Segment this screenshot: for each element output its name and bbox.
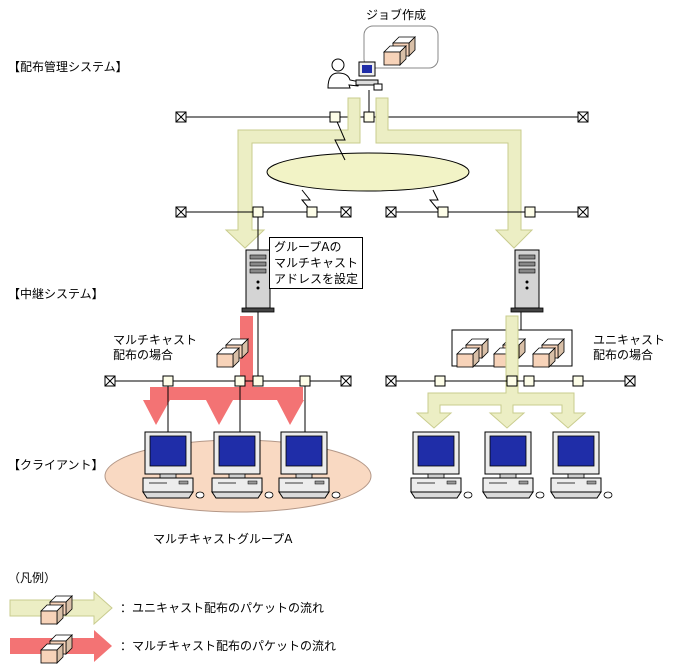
legend-multicast-text: ：マルチキャスト配布のパケットの流れ	[120, 639, 337, 653]
router-node-icon	[572, 375, 584, 387]
terminator-icon	[624, 375, 636, 387]
router-node-icon	[506, 375, 518, 387]
terminator-icon	[104, 375, 116, 387]
legend-title: （凡例）	[8, 571, 57, 585]
client-pc-icon	[550, 431, 613, 499]
terminator-icon	[340, 206, 352, 218]
group-a-address-note: グループAの マルチキャスト アドレスを設定	[269, 237, 364, 289]
unicast-case-line2: 配布の場合	[593, 348, 654, 362]
multicast-flow-arrows	[143, 316, 304, 425]
distribution-mgmt-system-label: 【配布管理システム】	[8, 60, 128, 74]
router-node-icon	[363, 111, 375, 123]
unicast-case-label: ユニキャスト 配布の場合	[593, 333, 665, 363]
relay-system-label: 【中継システム】	[8, 287, 104, 301]
terminator-icon	[175, 111, 187, 123]
terminator-icon	[385, 375, 397, 387]
admin-user-icon	[327, 58, 383, 91]
group-a-note-line1: グループAの	[274, 240, 342, 254]
unicast-distribution-arrows	[415, 315, 587, 429]
router-node-icon	[329, 111, 341, 123]
unicast-case-line1: ユニキャスト	[593, 333, 666, 347]
router-node-icon	[162, 375, 174, 387]
terminator-icon	[175, 206, 187, 218]
router-node-icon	[437, 206, 449, 218]
legend-unicast-arrow	[9, 590, 113, 626]
terminator-icon	[577, 206, 589, 218]
router-node-icon	[234, 375, 246, 387]
client-pc-icon	[482, 431, 545, 499]
router-node-icon	[434, 375, 446, 387]
router-node-icon	[306, 206, 318, 218]
terminator-icon	[385, 206, 397, 218]
relay-server-right-icon	[510, 249, 544, 313]
multicast-case-line1: マルチキャスト	[113, 333, 198, 347]
router-node-icon	[252, 206, 264, 218]
group-a-note-line2: マルチキャスト	[274, 256, 359, 270]
router-node-icon	[299, 375, 311, 387]
terminator-icon	[340, 375, 352, 387]
terminator-icon	[577, 111, 589, 123]
router-node-icon	[523, 375, 535, 387]
unicast-flow-arrows	[224, 97, 534, 249]
wan-cloud	[266, 152, 470, 192]
job-creation-label: ジョブ作成	[366, 8, 427, 22]
group-a-note-line3: アドレスを設定	[274, 272, 359, 286]
legend-unicast-text: ：ユニキャスト配布のパケットの流れ	[120, 601, 325, 615]
multicast-group-label: マルチキャストグループA	[153, 532, 293, 546]
multicast-case-line2: 配布の場合	[113, 348, 174, 362]
router-node-icon	[524, 206, 536, 218]
multicast-case-label: マルチキャスト 配布の場合	[113, 333, 197, 363]
router-node-icon	[252, 375, 264, 387]
client-pc-icon	[410, 431, 473, 499]
client-label: 【クライアント】	[8, 458, 104, 472]
legend-multicast-arrow	[10, 630, 112, 663]
